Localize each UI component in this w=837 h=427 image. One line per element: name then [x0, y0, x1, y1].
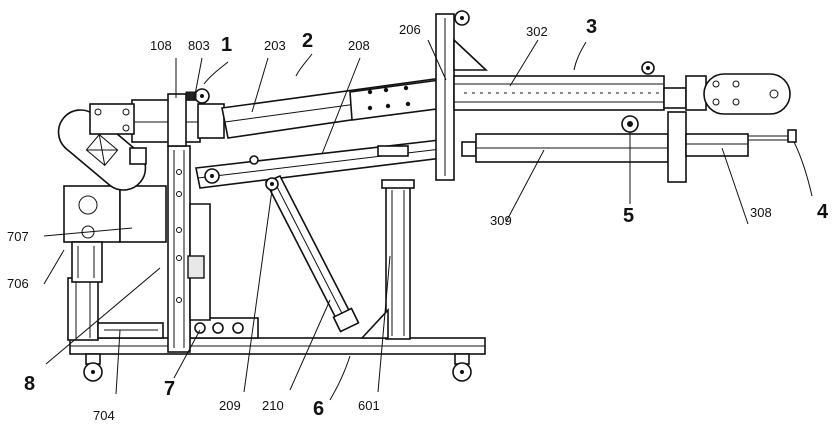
label-210: 210: [262, 398, 284, 413]
pivot-5: [621, 115, 639, 133]
label-1: 1: [221, 34, 232, 56]
label-803: 803: [188, 38, 210, 53]
label-8: 8: [24, 373, 35, 395]
label-704: 704: [93, 408, 115, 423]
cylinder-309: [461, 111, 687, 183]
leader-lines: [43, 39, 813, 401]
label-302: 302: [526, 24, 548, 39]
label-706: 706: [7, 276, 29, 291]
upper-link-203: [221, 77, 447, 139]
rear-support-601: [360, 179, 415, 340]
label-309: 309: [490, 213, 512, 228]
label-5: 5: [623, 205, 634, 227]
motor-cabinet: [63, 185, 167, 283]
upper-arm-assembly: [57, 88, 225, 191]
mounting-plate-206: [435, 10, 489, 181]
wheel-left: [83, 353, 103, 382]
label-108: 108: [150, 38, 172, 53]
label-203: 203: [264, 38, 286, 53]
label-209: 209: [219, 398, 241, 413]
rail-308: [685, 129, 797, 157]
label-707: 707: [7, 229, 29, 244]
wheel-right: [452, 353, 472, 382]
linear-rail-302: [453, 61, 791, 115]
part-labels: 108 803 1 203 2 208 206 302 3 707 706 8 …: [7, 16, 829, 423]
diagonal-strut: [264, 174, 360, 333]
label-208: 208: [348, 38, 370, 53]
label-4: 4: [817, 201, 829, 223]
label-6: 6: [313, 398, 324, 420]
label-206: 206: [399, 22, 421, 37]
main-column: [167, 145, 211, 353]
control-knobs: [189, 317, 259, 339]
label-2: 2: [302, 30, 313, 52]
label-308: 308: [750, 205, 772, 220]
label-3: 3: [586, 16, 597, 38]
label-7: 7: [164, 378, 175, 400]
label-601: 601: [358, 398, 380, 413]
